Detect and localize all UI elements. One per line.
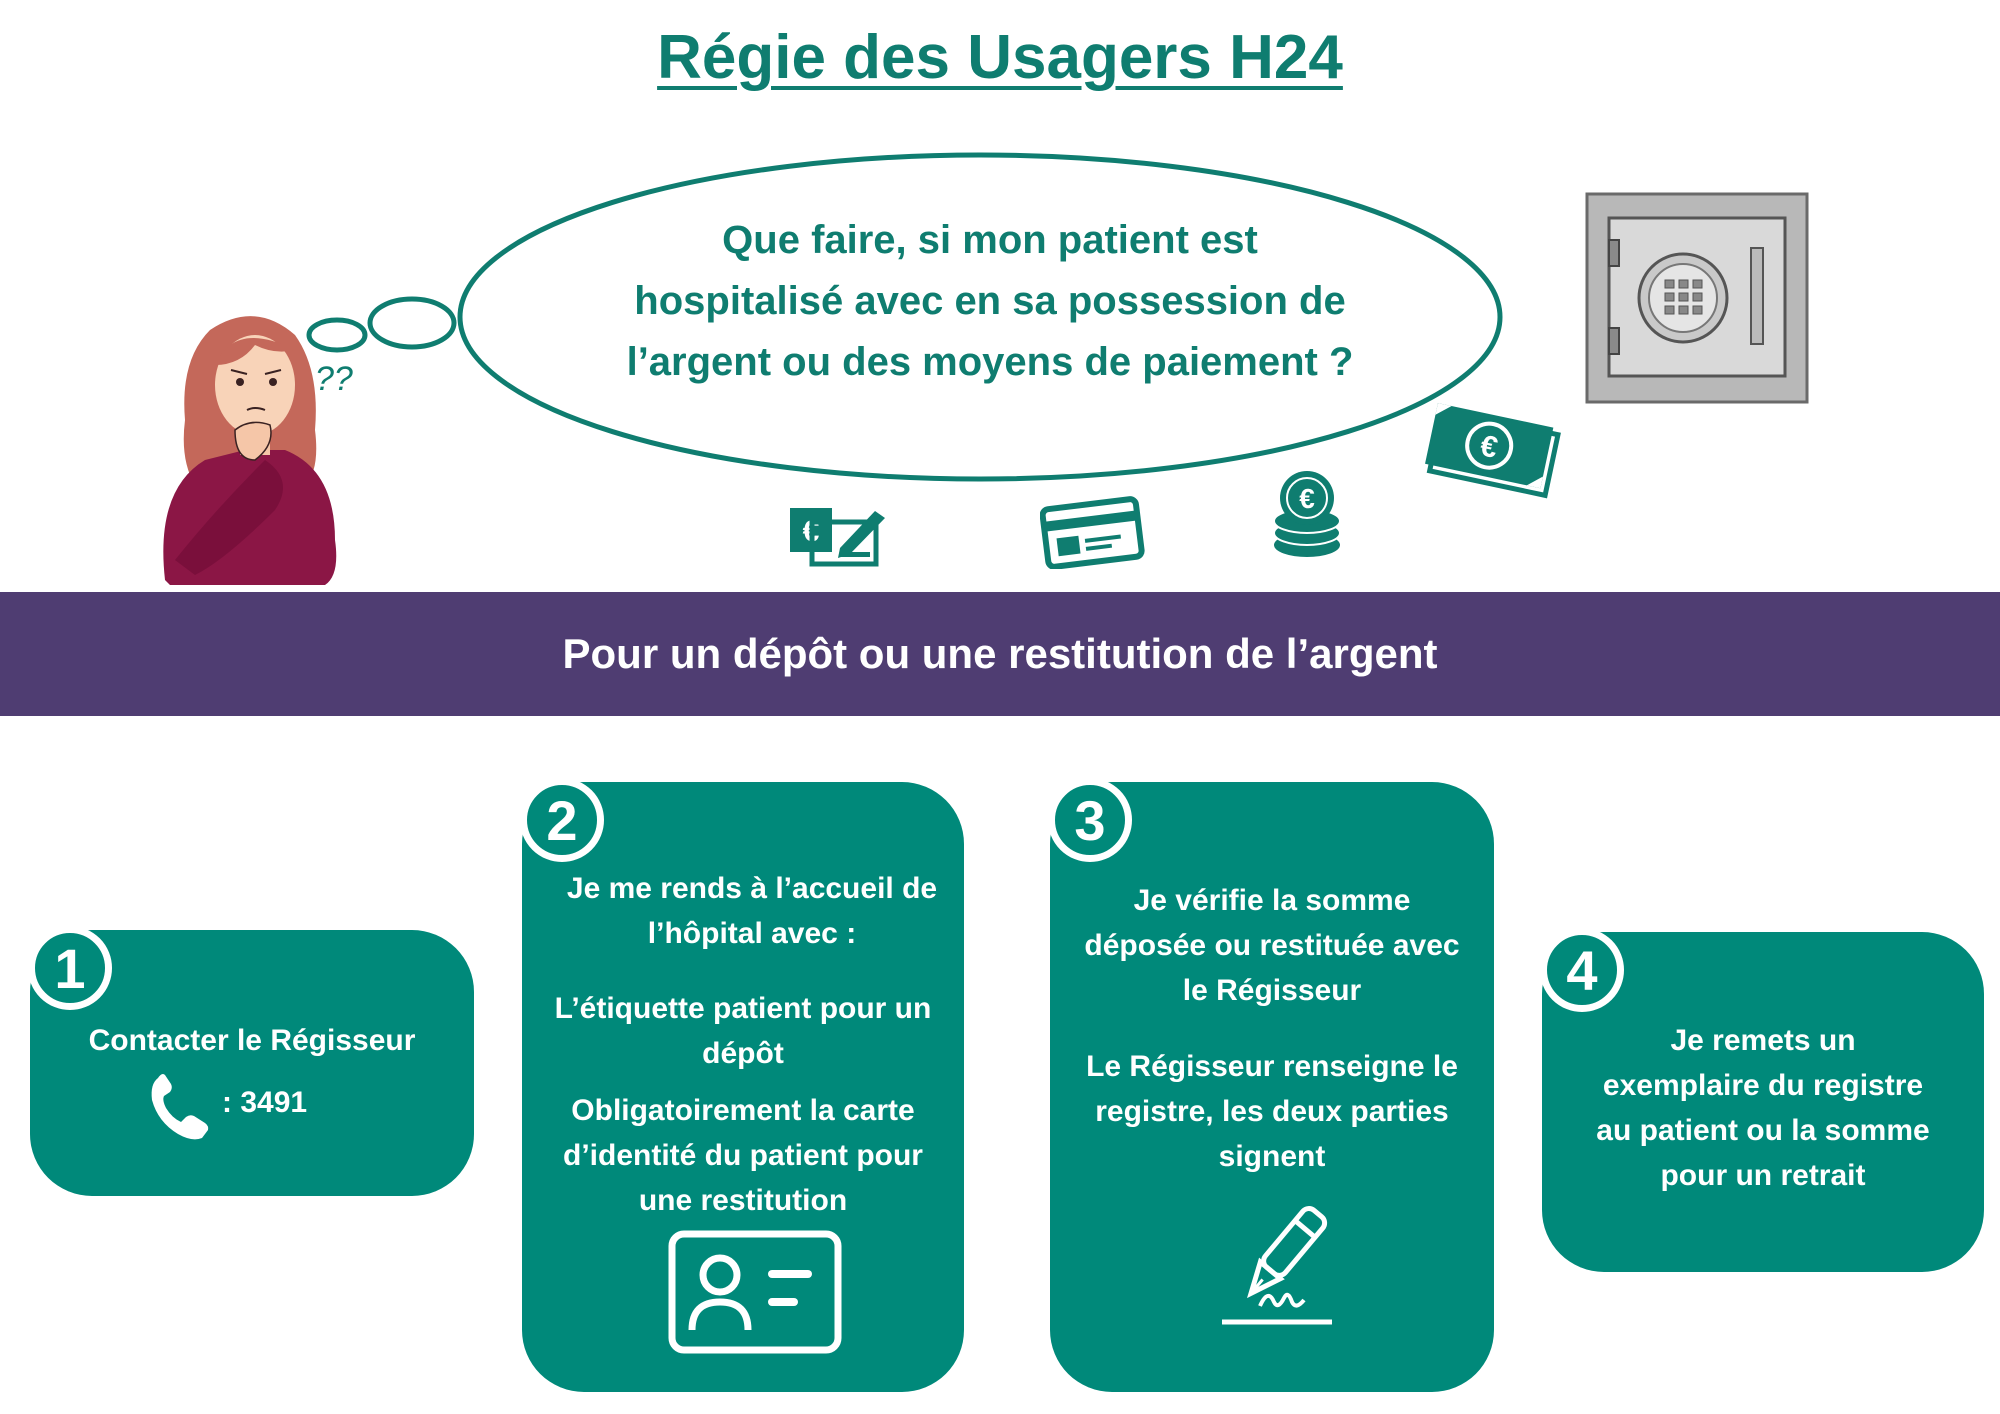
cheque-icon: € (790, 508, 885, 567)
svg-text:€: € (1477, 429, 1500, 465)
step-3-card: Je vérifie la somme déposée ou restituée… (1050, 782, 1494, 1392)
thought-bubble (306, 152, 1503, 482)
page-title: Régie des Usagers H24 (657, 23, 1343, 92)
safe-icon (1585, 192, 1809, 404)
section-banner-text: Pour un dépôt ou une restitution de l’ar… (562, 630, 1438, 677)
fountain-pen-signature-icon (1222, 1206, 1332, 1325)
step-2-item-1: L’étiquette patient pour un dépôt (554, 992, 932, 1070)
id-card-icon (668, 1230, 842, 1354)
step-3-number: 3 (1048, 778, 1132, 862)
banknote-icon: € (1425, 403, 1561, 499)
step-1-phone: : 3491 (222, 1086, 308, 1119)
step-2-number: 2 (520, 778, 604, 862)
step-2-card: Je me rends à l’accueil de l’hôpital ave… (522, 782, 964, 1392)
step-1-text: Contacter le Régisseur (88, 1024, 416, 1057)
step-3-text-2: Le Régisseur renseigne le registre, les … (1086, 1050, 1458, 1173)
phone-icon (151, 1074, 209, 1140)
section-banner: Pour un dépôt ou une restitution de l’ar… (0, 592, 2000, 716)
coins-icon: € (1273, 471, 1341, 557)
svg-text:€: € (1299, 483, 1315, 514)
step-3-text-1: Je vérifie la somme déposée ou restituée… (1084, 884, 1460, 1007)
step-4-text: Je remets un exemplaire du registre au p… (1596, 1024, 1930, 1192)
step-2-intro: Je me rends à l’accueil de l’hôpital ave… (566, 872, 938, 950)
step-4-number: 4 (1540, 928, 1624, 1012)
credit-card-icon (1040, 496, 1145, 569)
question-text: Que faire, si mon patient est hospitalis… (626, 218, 1354, 384)
question-marks: ?? (315, 360, 353, 398)
step-1-card: Contacter le Régisseur : 3491 (30, 930, 474, 1196)
step-1-number: 1 (28, 926, 112, 1010)
worried-woman-illustration (163, 316, 337, 585)
step-2-item-2: Obligatoirement la carte d’identité du p… (563, 1094, 923, 1217)
